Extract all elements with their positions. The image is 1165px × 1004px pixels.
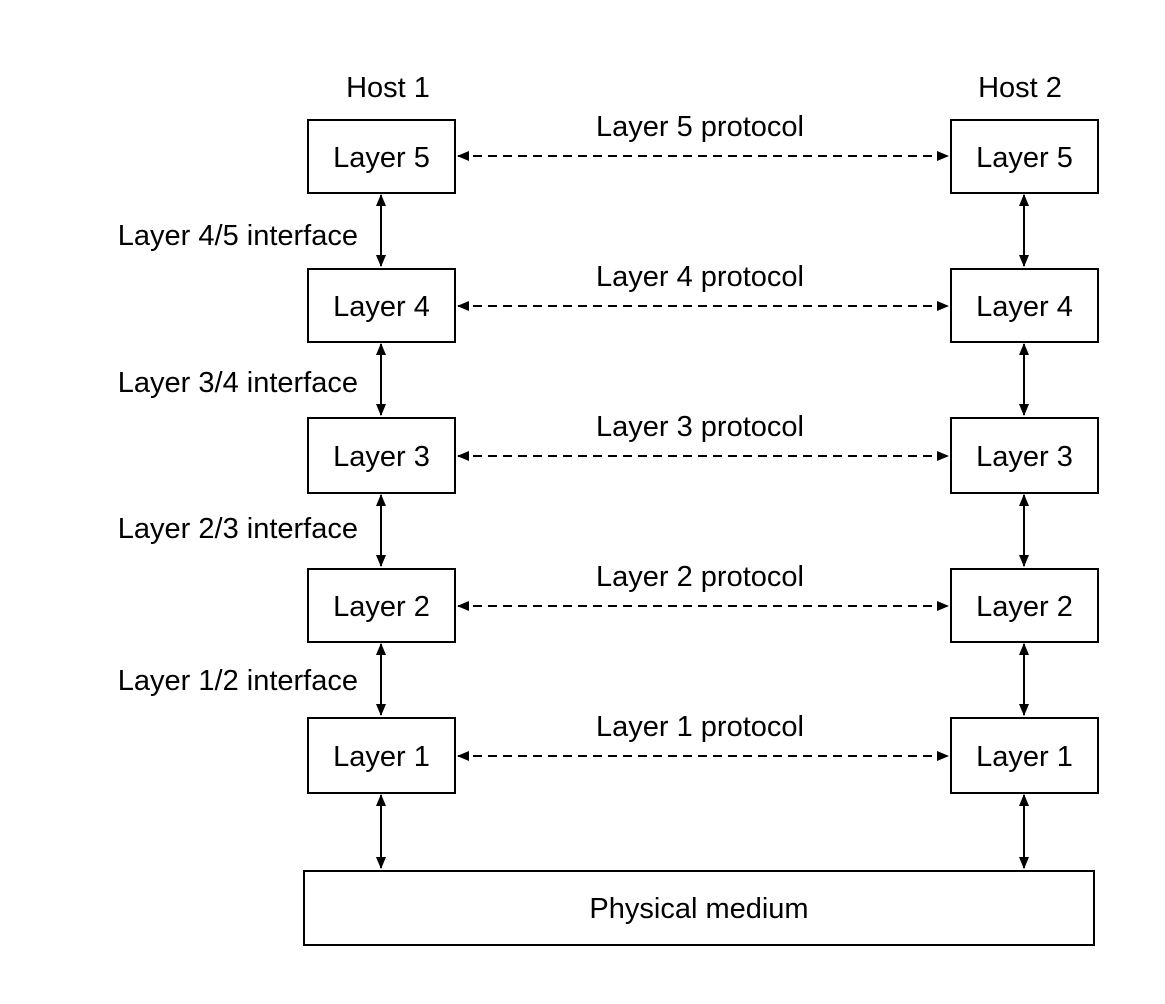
host-1-layer-2-label: Layer 2 [333, 591, 430, 623]
layer-2-3-interface-label: Layer 2/3 interface [118, 513, 358, 545]
physical-medium-box [303, 870, 1095, 946]
layer-1-2-interface-label: Layer 1/2 interface [118, 665, 358, 697]
layer-4-5-interface-label: Layer 4/5 interface [118, 220, 358, 252]
host-2-layer-3-box [950, 417, 1099, 494]
layer-5-row: Layer 5 protocol Layer 5 Layer 5 [307, 111, 1099, 194]
host-1-layer-1-label: Layer 1 [333, 741, 430, 773]
host-2-layer-2-box [950, 568, 1099, 643]
layer-2-row: Layer 2 protocol Layer 2 Layer 2 [307, 561, 1099, 643]
layer-4-row: Layer 4 protocol Layer 4 Layer 4 [307, 261, 1099, 343]
host-1-layer-1-box [307, 717, 456, 794]
layer-5-protocol-label: Layer 5 protocol [596, 111, 804, 143]
host-2-layer-5-box [950, 119, 1099, 194]
medium-connection [376, 794, 1029, 869]
host-1-layer-4-label: Layer 4 [333, 291, 430, 323]
host-1-layer-4-box [307, 268, 456, 343]
host-1-label: Host 1 [346, 72, 430, 104]
host-2-layer-1-label: Layer 1 [976, 741, 1073, 773]
host-1-layer-5-label: Layer 5 [333, 142, 430, 174]
host-2-layer-1-box [950, 717, 1099, 794]
layer-3-4-interface: Layer 3/4 interface [118, 343, 1029, 416]
physical-medium-label: Physical medium [589, 893, 808, 925]
layer-3-row: Layer 3 protocol Layer 3 Layer 3 [307, 411, 1099, 494]
host-1-layer-3-box [307, 417, 456, 494]
layer-4-5-interface: Layer 4/5 interface [118, 194, 1029, 267]
host-1-layer-2-box [307, 568, 456, 643]
layer-2-3-interface: Layer 2/3 interface [118, 494, 1029, 567]
host-2-label: Host 2 [978, 72, 1062, 104]
layer-3-protocol-label: Layer 3 protocol [596, 411, 804, 443]
physical-medium: Physical medium [303, 870, 1095, 946]
layer-4-protocol-label: Layer 4 protocol [596, 261, 804, 293]
host-2-layer-4-label: Layer 4 [976, 291, 1073, 323]
host-1-layer-5-box [307, 119, 456, 194]
layer-1-row: Layer 1 protocol Layer 1 Layer 1 [307, 711, 1099, 794]
host-2-layer-5-label: Layer 5 [976, 142, 1073, 174]
layer-1-2-interface: Layer 1/2 interface [118, 643, 1029, 716]
host-2-layer-4-box [950, 268, 1099, 343]
host-2-layer-2-label: Layer 2 [976, 591, 1073, 623]
layer-3-4-interface-label: Layer 3/4 interface [118, 367, 358, 399]
host-1-layer-3-label: Layer 3 [333, 441, 430, 473]
host-2-layer-3-label: Layer 3 [976, 441, 1073, 473]
layer-2-protocol-label: Layer 2 protocol [596, 561, 804, 593]
layer-1-protocol-label: Layer 1 protocol [596, 711, 804, 743]
